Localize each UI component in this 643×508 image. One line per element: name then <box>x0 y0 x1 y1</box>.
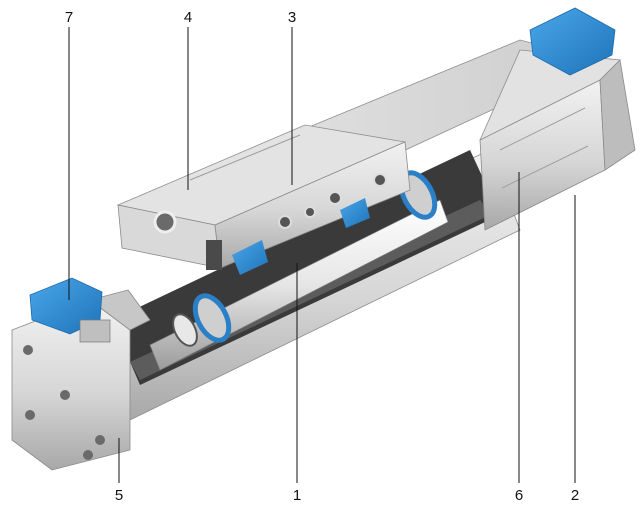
motor-rib <box>501 145 589 189</box>
mount-hole-icon <box>278 215 292 229</box>
endcap-bolt-icon <box>23 345 33 355</box>
callout-label-1: 1 <box>293 487 301 504</box>
motor-end-face <box>599 59 636 171</box>
motor-housing <box>479 7 636 231</box>
endcap-bolt-icon <box>60 390 70 400</box>
callout-leaders <box>68 27 576 483</box>
callout-labels: 1 2 3 4 5 6 7 <box>65 9 579 504</box>
motor-rib <box>499 107 586 151</box>
blue-wiper-icon <box>340 198 370 228</box>
callout-label-6: 6 <box>515 487 523 504</box>
mount-hole-icon <box>304 206 316 218</box>
endcap-side-face <box>89 289 151 331</box>
end-cap <box>11 277 151 471</box>
blue-wiper-icon <box>232 240 268 275</box>
carriage-split-line <box>189 134 301 181</box>
front-piston-seal-icon <box>192 293 232 343</box>
callout-label-5: 5 <box>115 487 123 504</box>
carriage-bore-icon <box>153 210 177 234</box>
spring-icon <box>206 240 222 270</box>
sensor-bracket <box>79 319 111 343</box>
slide-carriage <box>116 124 411 275</box>
mount-hole-icon <box>373 173 387 187</box>
callout-label-3: 3 <box>288 9 296 26</box>
front-bore-icon <box>172 313 198 347</box>
mount-hole-icon <box>328 191 342 205</box>
motor-connector-icon <box>529 7 616 76</box>
endcap-bolt-icon <box>83 450 93 460</box>
callout-label-7: 7 <box>65 9 73 26</box>
endcap-bolt-icon <box>25 410 35 420</box>
endcap-bolt-icon <box>95 435 105 445</box>
callout-label-2: 2 <box>571 487 579 504</box>
callout-label-4: 4 <box>184 9 192 26</box>
